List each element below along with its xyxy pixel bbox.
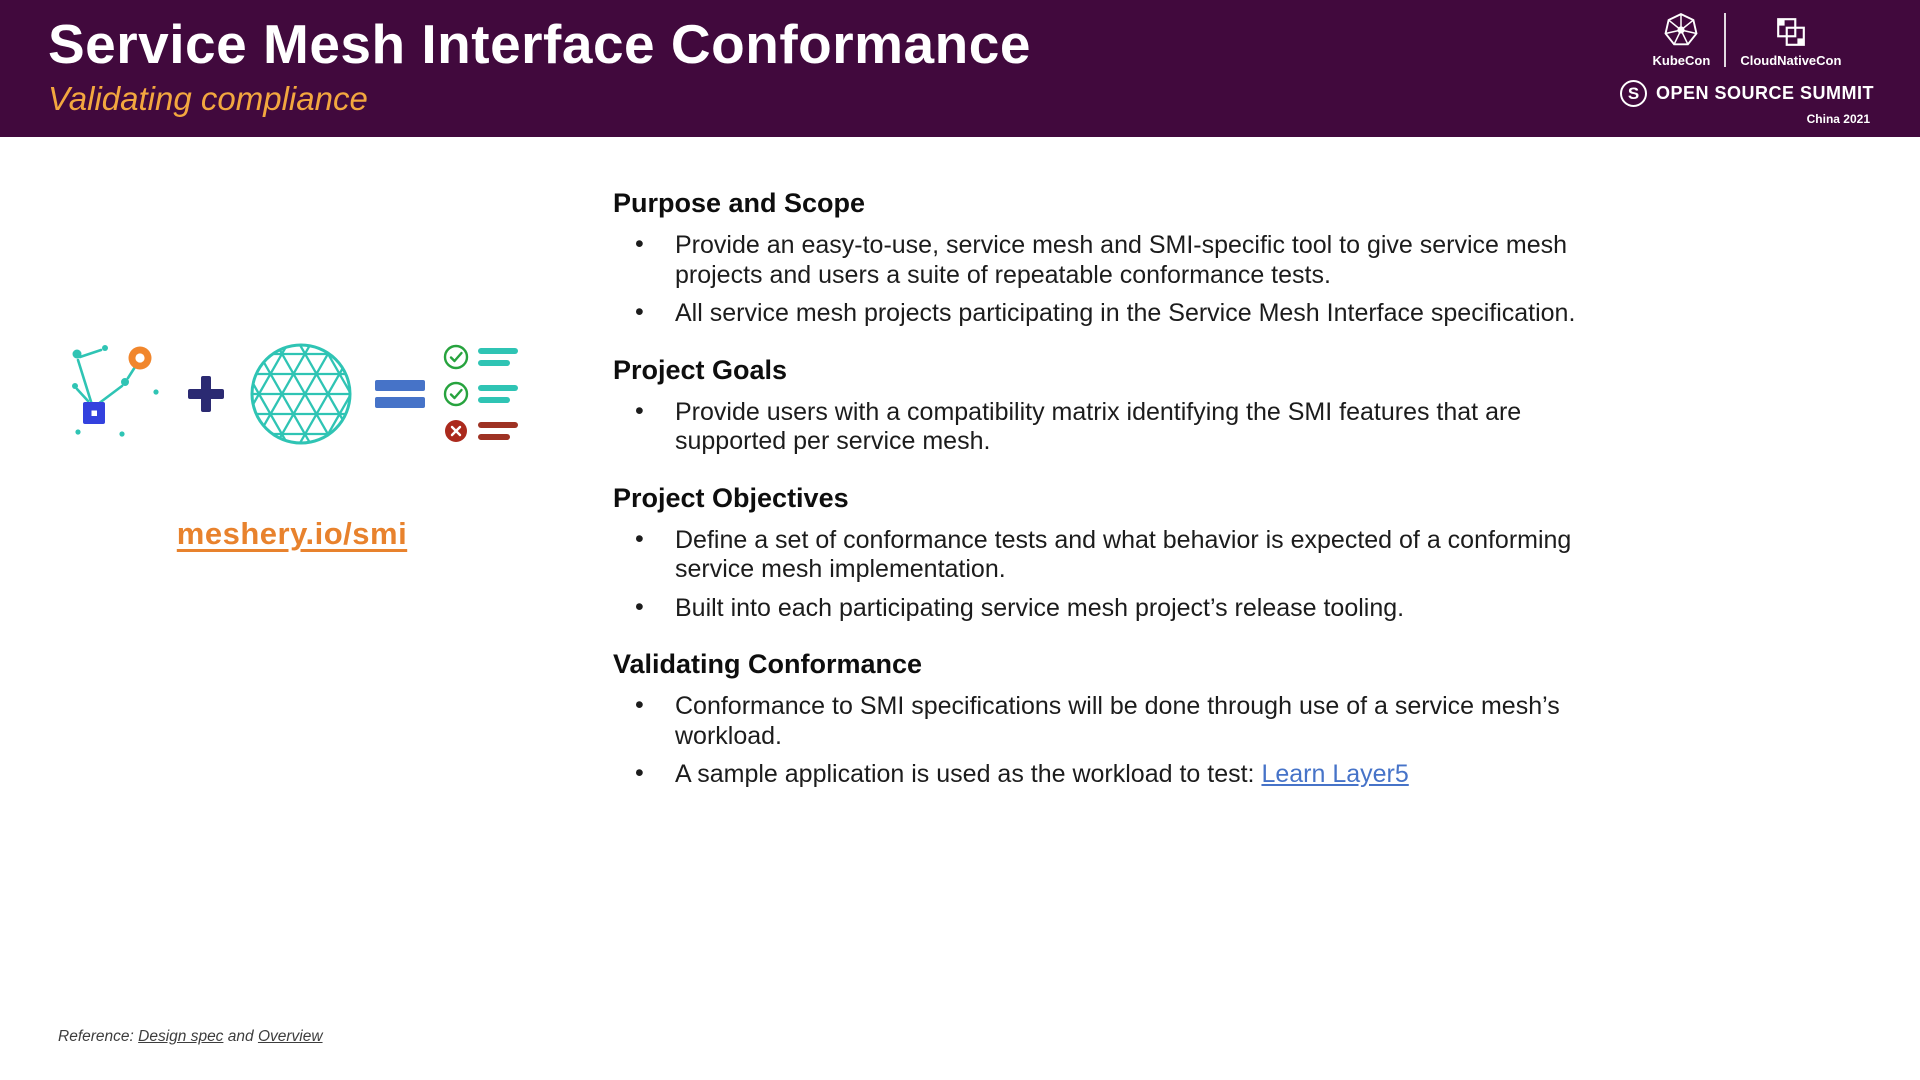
meshery-link-wrap: meshery.io/smi [56,516,528,552]
x-circle-icon [444,420,467,442]
reference-conjunction: and [227,1028,254,1045]
service-mesh-graph-icon [71,345,159,437]
bullet-item: All service mesh projects participating … [635,298,1593,329]
bullet-item: Define a set of conformance tests and wh… [635,525,1593,585]
concept-illustration [56,338,528,450]
bullet-list: Define a set of conformance tests and wh… [613,525,1593,624]
mesh-sphere-icon [250,343,351,445]
section-project-goals: Project Goals Provide users with a compa… [613,355,1593,457]
section-heading-project-objectives: Project Objectives [613,482,849,513]
brand-divider [1724,13,1727,67]
page-subtitle: Validating compliance [48,80,368,117]
brand-logos-row: KubeCon CloudNativeCon [1652,12,1841,68]
summit-location: China 2021 [1806,112,1870,126]
checklist-pass-row [443,344,518,370]
checklist-pass-row [443,381,518,407]
slide-header: Service Mesh Interface Conformance Valid… [0,0,1920,137]
checklist-fail-row [443,418,518,444]
open-source-summit-brand: S OPEN SOURCE SUMMIT [1619,80,1874,107]
meshery-smi-link[interactable]: meshery.io/smi [176,516,408,551]
bullet-list: Provide an easy-to-use, service mesh and… [613,230,1593,329]
learn-layer5-link[interactable]: Learn Layer5 [1261,760,1409,788]
reference-label: Reference: [58,1028,134,1045]
check-circle-icon [443,344,468,370]
section-project-objectives: Project Objectives Define a set of confo… [613,483,1593,624]
section-heading-validating-conformance: Validating Conformance [613,649,923,679]
design-spec-link[interactable]: Design spec [138,1028,224,1045]
section-heading-purpose-and-scope: Purpose and Scope [613,188,866,218]
plus-icon [187,376,224,412]
header-text: Service Mesh Interface Conformance Valid… [48,12,1031,118]
section-heading-project-goals: Project Goals [613,354,788,385]
bullet-item: Conformance to SMI specifications will b… [635,691,1593,751]
section-purpose-and-scope: Purpose and Scope Provide an easy-to-use… [613,188,1593,329]
brand-block: KubeCon CloudNativeCon S OPEN SOURCE SUM… [1619,12,1874,126]
equals-icon [374,380,425,408]
kubecon-brand: KubeCon [1652,12,1711,68]
kubecon-wheel-icon [1664,13,1698,46]
bullet-list: Conformance to SMI specifications will b… [613,691,1593,790]
conformance-checklist-icon [443,344,518,444]
kubecon-label: KubeCon [1652,53,1711,68]
overview-link[interactable]: Overview [257,1028,323,1045]
content-column: Purpose and Scope Provide an easy-to-use… [613,188,1593,799]
page-title: Service Mesh Interface Conformance [48,13,1031,75]
check-circle-icon [443,381,468,407]
bullet-text: A sample application is used as the work… [675,760,1262,788]
bullet-item: Built into each participating service me… [635,593,1593,624]
bullet-item: A sample application is used as the work… [635,759,1593,790]
summit-label: OPEN SOURCE SUMMIT [1655,83,1874,103]
cloudnativecon-brand: CloudNativeCon [1740,16,1841,68]
reference-footer: Reference: Design spec and Overview [58,1028,323,1046]
cloudnativecon-icon [1777,18,1805,46]
section-validating-conformance: Validating Conformance Conformance to SM… [613,649,1593,790]
cloudnativecon-label: CloudNativeCon [1740,53,1842,68]
bullet-list: Provide users with a compatibility matri… [613,397,1593,457]
bullet-item: Provide an easy-to-use, service mesh and… [635,230,1593,290]
oss-logo-icon: S [1619,80,1647,107]
bullet-item: Provide users with a compatibility matri… [635,397,1593,457]
